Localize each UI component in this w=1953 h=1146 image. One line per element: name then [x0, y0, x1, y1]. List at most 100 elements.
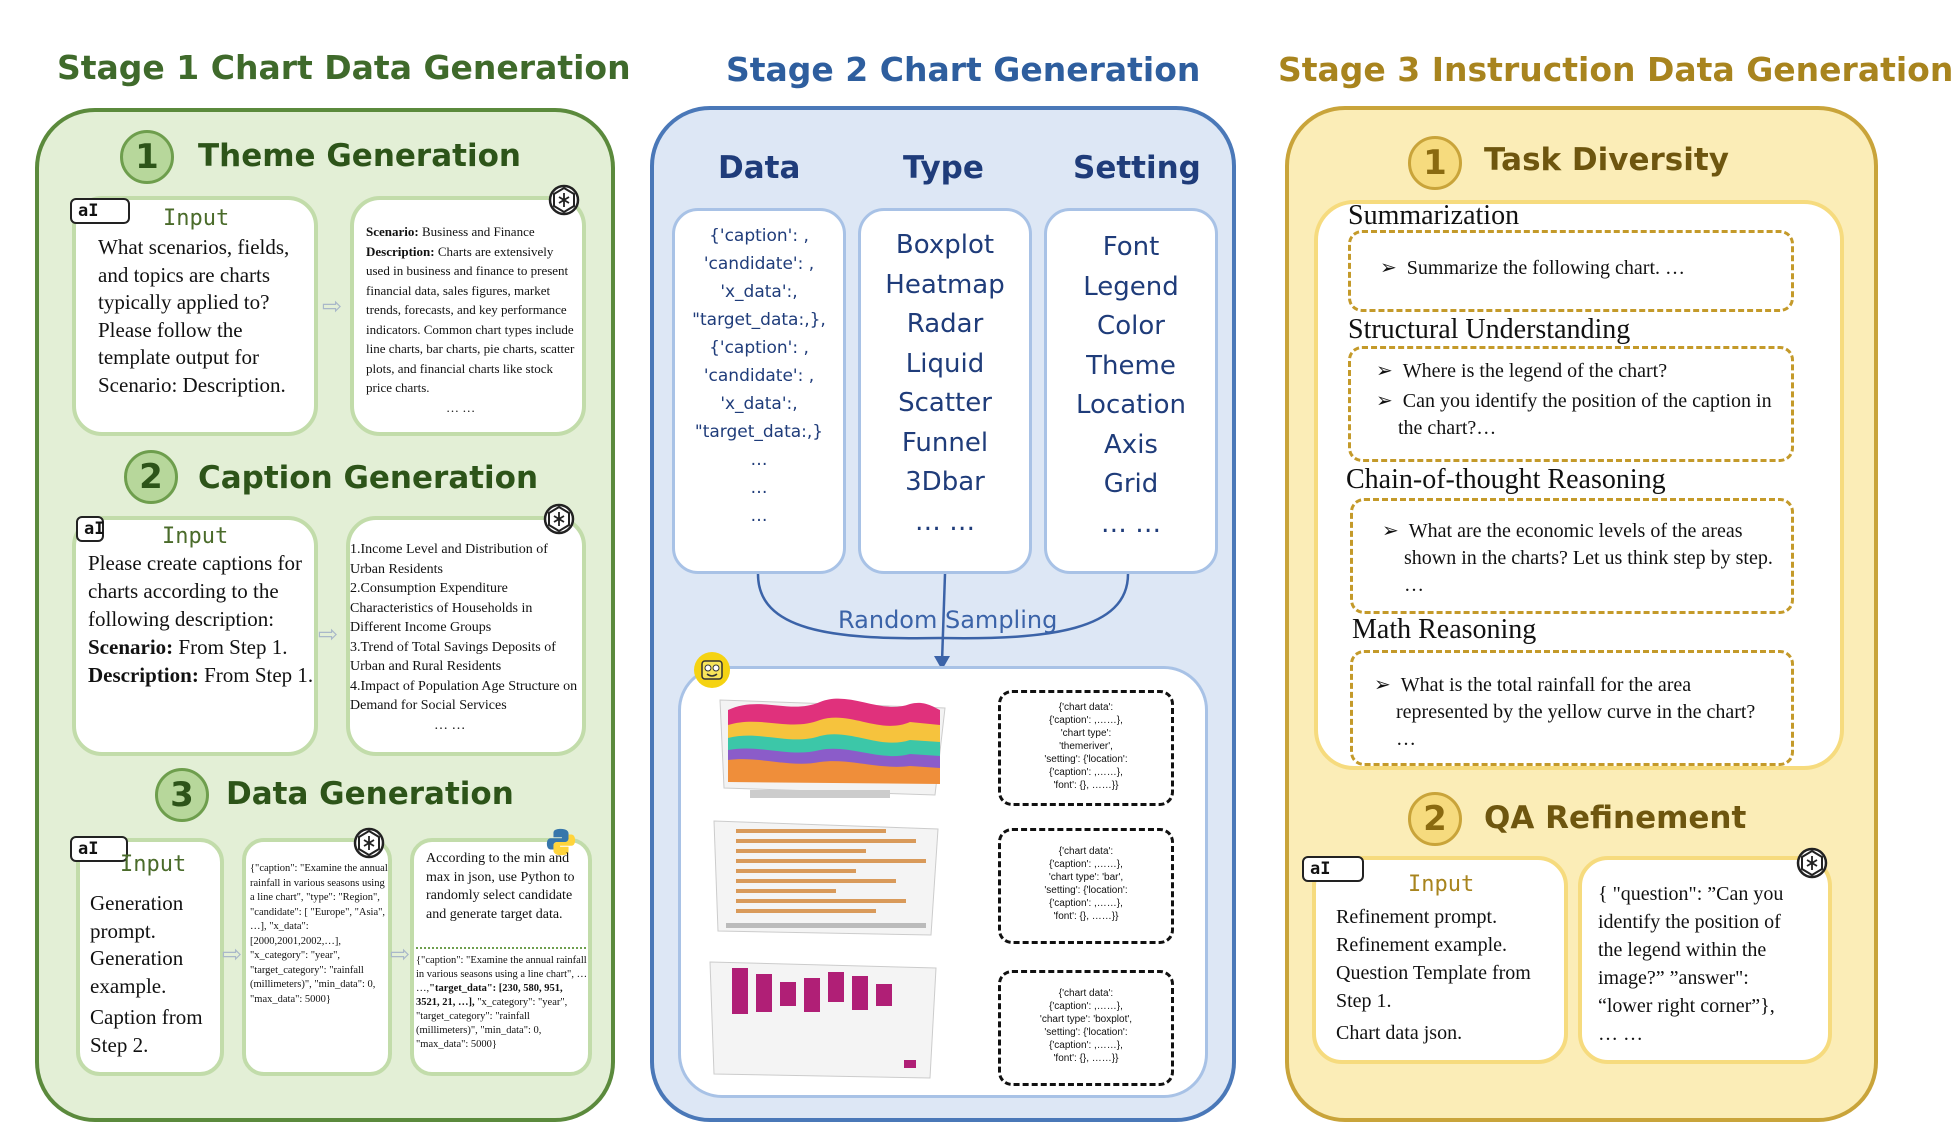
config-line: {'caption': ,……},: [1049, 767, 1123, 778]
type-item: Funnel: [901, 427, 989, 458]
setting-item: Font: [1102, 232, 1160, 262]
refinement-input-lines: Refinement prompt. Refinement example. Q…: [1336, 903, 1564, 1047]
type-column-list: Boxplot Heatmap Radar Liquid Scatter Fun…: [858, 226, 1032, 542]
question: Summarize the following chart. …: [1406, 257, 1686, 279]
right-arrow-icon: ⇨: [390, 940, 411, 968]
question: Can you identify the position of the cap…: [1398, 390, 1772, 439]
data-json-box: [242, 838, 392, 1076]
type-item: 3Dbar: [905, 467, 985, 497]
data-item: 'candidate': ,: [703, 366, 815, 386]
refinement-output-text: { "question": ”Can you identify the posi…: [1598, 883, 1784, 1045]
theme-number-badge: 1: [120, 130, 174, 184]
data-number: 3: [170, 775, 194, 815]
question-text: ➢ What is the total rainfall for the are…: [1374, 674, 1756, 750]
config-line: {'caption': ,……},: [1049, 1001, 1123, 1012]
scenario-label: Scenario:: [366, 224, 419, 239]
input-line: Refinement example.: [1336, 934, 1508, 956]
refinement-number-badge: 2: [1408, 792, 1462, 846]
question: What are the economic levels of the area…: [1404, 520, 1773, 596]
config-line: 'font': {}, ……}}: [1053, 780, 1119, 791]
data-item: "target_data:,}: [694, 422, 824, 442]
config-line: 'setting': {'location':: [1044, 885, 1128, 896]
input-line: Chart data json.: [1336, 1022, 1463, 1044]
chart-config-box: {'chart data': {'caption': ,……}, 'chart …: [998, 690, 1174, 806]
caption-output-list: 1.Income Level and Distribution of Urban…: [350, 540, 582, 735]
cot-question-box: [1350, 498, 1794, 614]
right-arrow-icon: ⇨: [318, 620, 339, 648]
type-item: … …: [914, 506, 976, 537]
openai-logo-icon: [548, 184, 580, 216]
data-item: "target_data:,},: [692, 310, 826, 330]
generated-data-text: {"caption": "Examine the annual rainfall…: [416, 954, 588, 1052]
data-item: …: [750, 506, 768, 526]
config-line: {'chart data':: [1058, 702, 1114, 713]
caption-item: 4.Impact of Population Age Structure on …: [350, 678, 578, 714]
caption-number-badge: 2: [124, 450, 178, 504]
stage1-title: Stage 1 Chart Data Generation: [57, 48, 631, 87]
theme-input-text: What scenarios, fields, and topics are c…: [98, 235, 290, 397]
chart-config-box: {'chart data': {'caption': ,……}, 'chart …: [998, 828, 1174, 944]
config-line: {'caption': ,……},: [1049, 1040, 1123, 1051]
theme-output-box: [350, 196, 586, 436]
type-item: Radar: [906, 309, 984, 339]
connector-line: [940, 573, 947, 663]
question-text: ➢ Where is the legend of the chart?: [1376, 360, 1668, 382]
setting-item: Location: [1076, 390, 1186, 420]
input-line: Generation example.: [90, 946, 184, 998]
caption-input-area: Please create captions for charts accord…: [88, 549, 320, 689]
config-line: 'font': {}, ……}}: [1053, 1053, 1119, 1064]
stage2-title: Stage 2 Chart Generation: [726, 50, 1201, 89]
data-input-label: Input: [120, 852, 187, 877]
generated-post: "x_category": "year", "target_category":…: [416, 997, 568, 1050]
type-column-box: [858, 208, 1032, 574]
summarization-question-box: [1348, 230, 1794, 312]
config-line: {'caption': ,……},: [1049, 898, 1123, 909]
ai-tag-icon: aI: [70, 836, 128, 862]
data-item: …: [750, 450, 768, 470]
theme-heading: Theme Generation: [198, 138, 521, 174]
setting-column-heading: Setting: [1073, 150, 1201, 186]
question-text: ➢ What are the economic levels of the ar…: [1382, 520, 1773, 596]
refinement-input-label: Input: [1408, 872, 1475, 897]
setting-item: Color: [1097, 311, 1165, 341]
category-chain-of-thought: Chain-of-thought Reasoning: [1346, 464, 1666, 495]
config-line: {'caption': ,……},: [1049, 859, 1123, 870]
connector-line: [756, 573, 941, 640]
setting-item: Legend: [1083, 271, 1179, 302]
config-line: {'caption': ,……},: [1049, 715, 1123, 726]
scenario-value: From Step 1.: [173, 635, 288, 659]
type-item: Heatmap: [885, 269, 1005, 300]
description-value: Charts are extensively used in business …: [366, 243, 575, 396]
refinement-input-box: [1312, 856, 1568, 1064]
theme-output-text: Scenario: Business and Finance Descripti…: [366, 222, 580, 417]
type-column-heading: Type: [903, 150, 984, 186]
python-instruction-text: According to the min and max in json, us…: [426, 851, 575, 922]
caption-item: 2.Consumption Expenditure Characteristic…: [350, 581, 533, 635]
config-line: 'chart type': 'boxplot',: [1039, 1014, 1133, 1025]
type-item: Scatter: [898, 388, 992, 418]
data-item: 'x_data':,: [720, 394, 798, 414]
refinement-number: 2: [1423, 799, 1447, 839]
config-line: 'chart type': 'bar',: [1048, 872, 1124, 883]
caption-output-box: [346, 516, 586, 756]
setting-item: Grid: [1103, 469, 1159, 499]
setting-item: Axis: [1104, 429, 1158, 460]
input-line: Caption from Step 2.: [90, 1005, 203, 1057]
caption-input-box: [72, 516, 318, 756]
ai-tag-icon: aI: [76, 516, 104, 542]
diversity-number-badge: 1: [1408, 136, 1462, 190]
description-label: Description:: [88, 663, 199, 687]
type-item: Boxplot: [895, 230, 995, 260]
description-value: From Step 1.: [198, 663, 314, 687]
description-label: Description:: [366, 243, 435, 259]
caption-item: 3.Trend of Total Savings Deposits of Urb…: [350, 639, 556, 675]
caption-heading: Caption Generation: [198, 460, 539, 496]
sponge-logo-icon: [694, 652, 730, 688]
themeriver-thumbnail: [719, 698, 946, 798]
theme-input-label: Input: [163, 206, 230, 231]
ai-tag-icon: aI: [70, 198, 130, 224]
category-structural: Structural Understanding: [1348, 314, 1631, 345]
generated-target: "target_data": [230, 580, 951, 3521, 21,…: [416, 983, 563, 1008]
type-item: Liquid: [905, 348, 985, 379]
question-text: ➢ Summarize the following chart. …: [1380, 257, 1686, 279]
